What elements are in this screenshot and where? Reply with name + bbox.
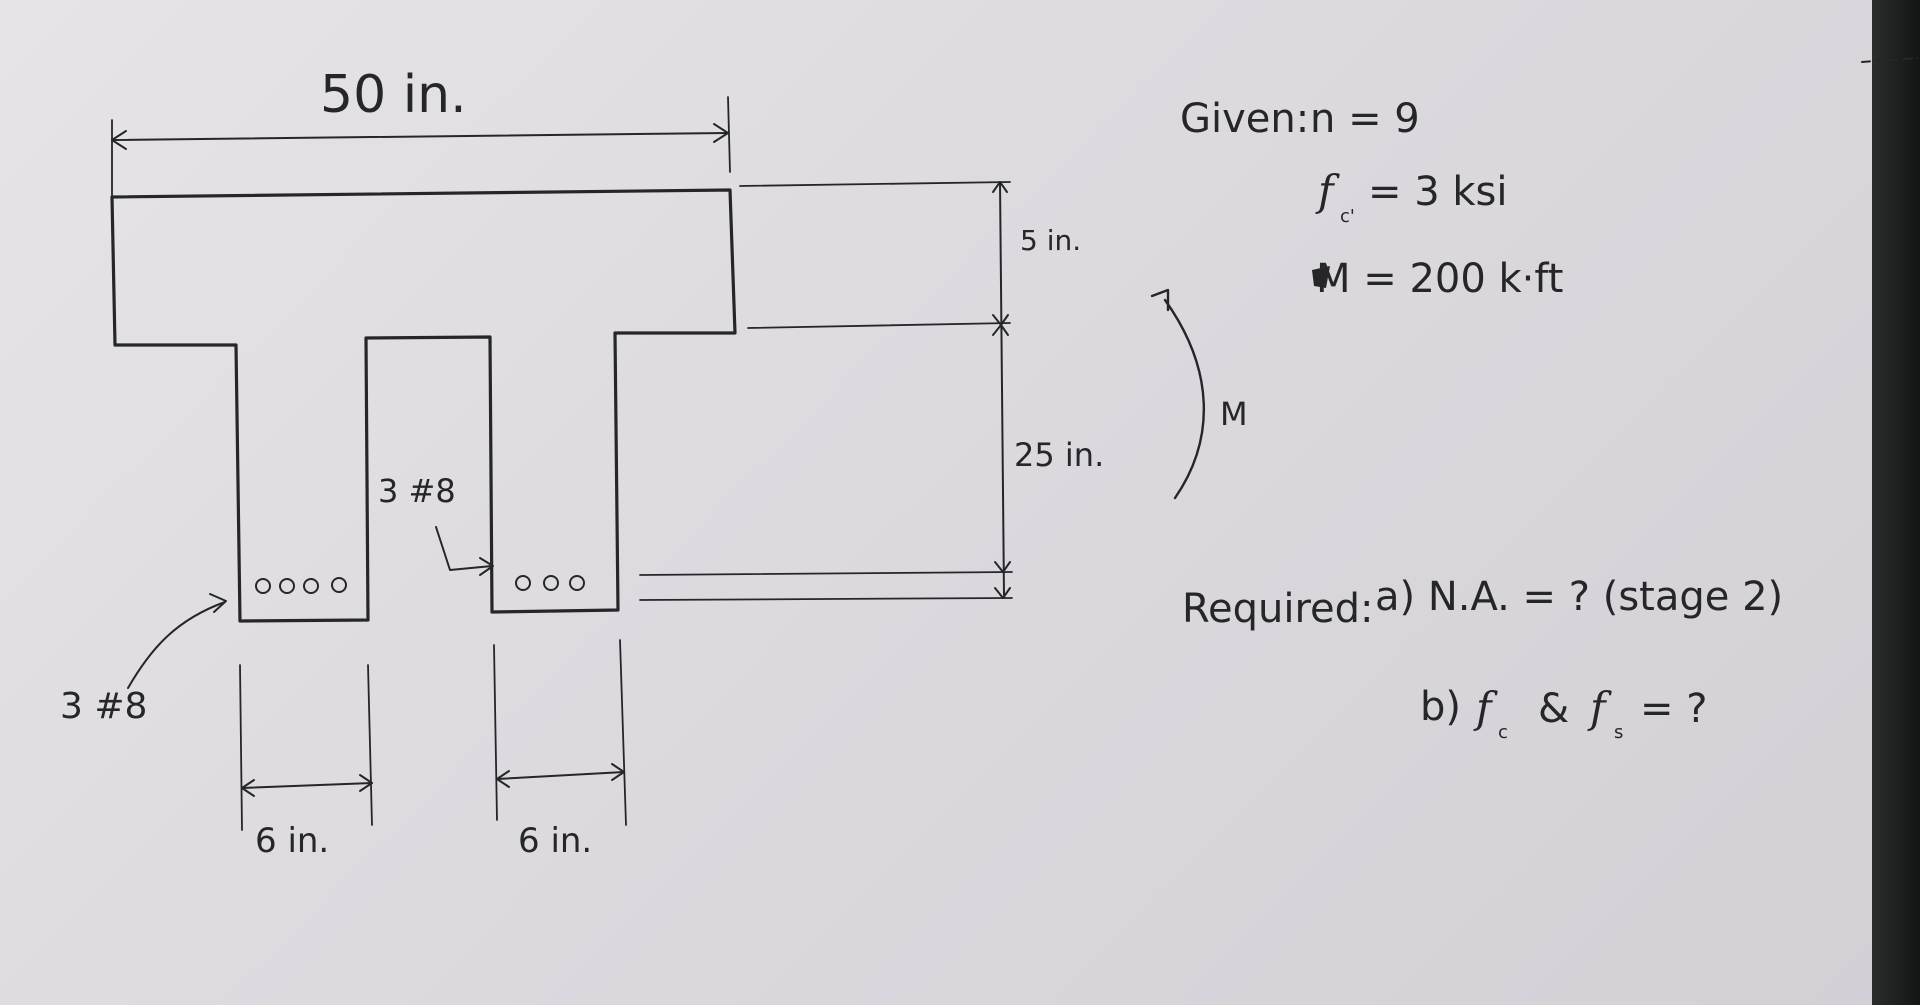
web-width-dimension-left — [239, 664, 373, 831]
required-part-b-suffix: = ? — [1640, 686, 1707, 732]
cross-section-outline — [110, 188, 737, 623]
rebar-left — [255, 577, 347, 594]
fs-subscript: s — [1614, 722, 1623, 743]
web-width-dimension-right — [493, 639, 627, 826]
rebar-bar — [303, 578, 319, 594]
right-rebar-leader — [435, 526, 493, 571]
rebar-bar — [279, 578, 295, 594]
given-moment: M = 200 k·ft — [1316, 256, 1563, 302]
given-n: n = 9 — [1310, 96, 1420, 142]
right-rebar-label: 3 #8 — [378, 472, 456, 510]
fc-subscript: c — [1498, 722, 1508, 743]
web-depth-label: 25 in. — [1014, 436, 1104, 474]
paper-mark — [1861, 57, 1919, 63]
desk-edge — [1872, 0, 1920, 1005]
fs-symbol: f — [1587, 683, 1612, 732]
left-rebar-label: 3 #8 — [60, 686, 147, 727]
ink-blot — [1312, 266, 1330, 288]
flange-width-label: 50 in. — [320, 65, 467, 125]
fc-prime-value: = 3 ksi — [1368, 169, 1508, 215]
rebar-bar — [569, 575, 585, 591]
given-header: Given: — [1180, 96, 1309, 142]
required-header: Required: — [1182, 586, 1374, 632]
left-rebar-leader — [127, 601, 226, 689]
required-part-b-prefix: b) — [1420, 684, 1461, 730]
depth-dimension — [639, 181, 1013, 601]
rebar-bar — [515, 575, 531, 591]
flange-width-dimension — [111, 96, 731, 196]
fc-symbol: f — [1473, 683, 1498, 732]
moment-arc — [1163, 298, 1205, 500]
web-width-right-label: 6 in. — [518, 821, 592, 861]
rebar-bar — [255, 578, 271, 594]
fc-prime-subscript: c' — [1340, 206, 1355, 227]
rebar-bar — [543, 575, 559, 591]
and-symbol: & — [1538, 686, 1569, 732]
rebar-right — [515, 575, 585, 591]
moment-label: M — [1220, 395, 1248, 433]
rebar-bar — [331, 577, 347, 593]
web-width-left-label: 6 in. — [255, 821, 329, 861]
fc-prime-symbol: f — [1315, 166, 1340, 215]
required-part-a: a) N.A. = ? (stage 2) — [1375, 574, 1783, 620]
flange-depth-label: 5 in. — [1020, 224, 1081, 257]
